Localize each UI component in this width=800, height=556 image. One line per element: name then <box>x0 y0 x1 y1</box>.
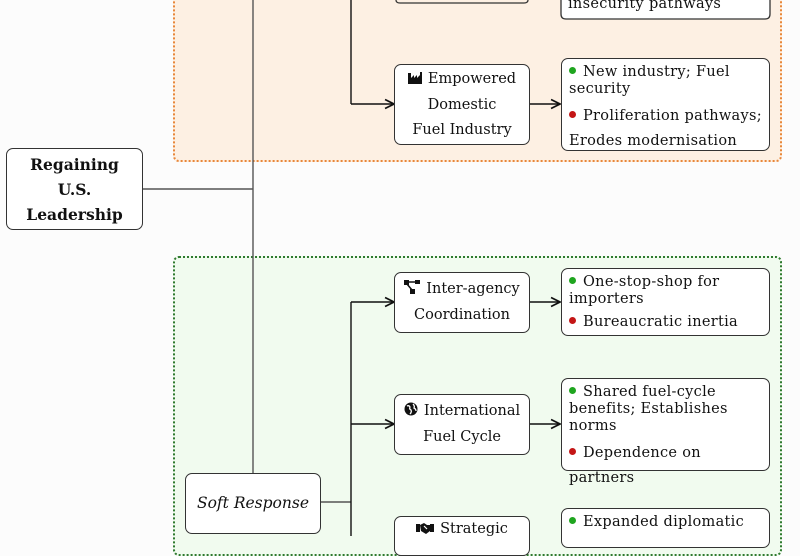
action-label-line: Coordination <box>414 307 510 323</box>
connector-lines <box>143 0 771 536</box>
action-label-line: Inter-agency <box>426 281 520 297</box>
action-label-line: International <box>423 403 521 419</box>
root-node-regaining-leadership[interactable]: Regaining U.S. Leadership <box>6 148 143 230</box>
con-bullet-icon <box>569 317 576 324</box>
factory-icon <box>407 68 422 93</box>
pro-item: New industry; Fuel security <box>569 64 762 98</box>
outcome-box-strategic: Expanded diplomatic <box>561 508 770 548</box>
partial-outcome-text: insecurity pathways <box>568 0 722 12</box>
outcome-box-domestic-fuel: New industry; Fuel security Proliferatio… <box>561 58 770 151</box>
action-node-strategic[interactable]: Strategic <box>394 516 530 556</box>
root-label-line: Regaining <box>30 154 119 174</box>
globe-icon <box>404 400 418 425</box>
root-label-line: Leadership <box>26 204 123 224</box>
partial-action-box <box>395 0 529 4</box>
pro-bullet-icon <box>569 277 576 284</box>
action-label-line: Strategic <box>440 521 508 537</box>
action-label-line: Empowered <box>427 70 517 87</box>
con-bullet-icon <box>569 448 576 455</box>
soft-response-node[interactable]: Soft Response <box>185 473 321 534</box>
partial-outcome-box <box>560 0 771 20</box>
action-label-line: Domestic <box>427 96 497 113</box>
con-item: Proliferation pathways; Erodes modernisa… <box>569 104 762 154</box>
handshake-icon <box>416 518 435 543</box>
root-label-line: U.S. <box>57 179 92 199</box>
action-node-interagency-coordination[interactable]: Inter-agency Coordination <box>394 272 530 333</box>
pro-bullet-icon <box>569 517 576 524</box>
action-node-international-fuel-cycle[interactable]: International Fuel Cycle <box>394 394 530 455</box>
pro-text: Shared fuel-cycle benefits; Establishes … <box>569 384 728 434</box>
pro-text: Expanded diplomatic <box>583 514 745 530</box>
con-text: Proliferation pathways; Erodes modernisa… <box>569 108 762 149</box>
pro-bullet-icon <box>569 387 576 394</box>
pro-item: One-stop-shop for importers <box>569 274 762 308</box>
pro-text: New industry; Fuel security <box>569 64 730 97</box>
outcome-box-international: Shared fuel-cycle benefits; Establishes … <box>561 378 770 486</box>
action-label-line: Fuel Cycle <box>423 429 501 445</box>
soft-response-label: Soft Response <box>196 494 309 512</box>
con-bullet-icon <box>569 111 576 118</box>
action-node-domestic-fuel-industry[interactable]: Empowered Domestic Fuel Industry <box>394 64 530 145</box>
con-text: Dependence on partners <box>569 445 701 486</box>
con-text: Bureaucratic inertia <box>583 314 738 330</box>
pro-bullet-icon <box>569 67 576 74</box>
pro-item: Shared fuel-cycle benefits; Establishes … <box>569 384 762 435</box>
sitemap-icon <box>404 278 421 303</box>
con-item: Dependence on partners <box>569 441 762 491</box>
con-item: Bureaucratic inertia <box>569 314 762 331</box>
action-label-line: Fuel Industry <box>412 121 512 138</box>
pro-text: One-stop-shop for importers <box>569 274 720 307</box>
pro-item: Expanded diplomatic <box>569 514 762 531</box>
outcome-box-interagency: One-stop-shop for importers Bureaucratic… <box>561 268 770 336</box>
